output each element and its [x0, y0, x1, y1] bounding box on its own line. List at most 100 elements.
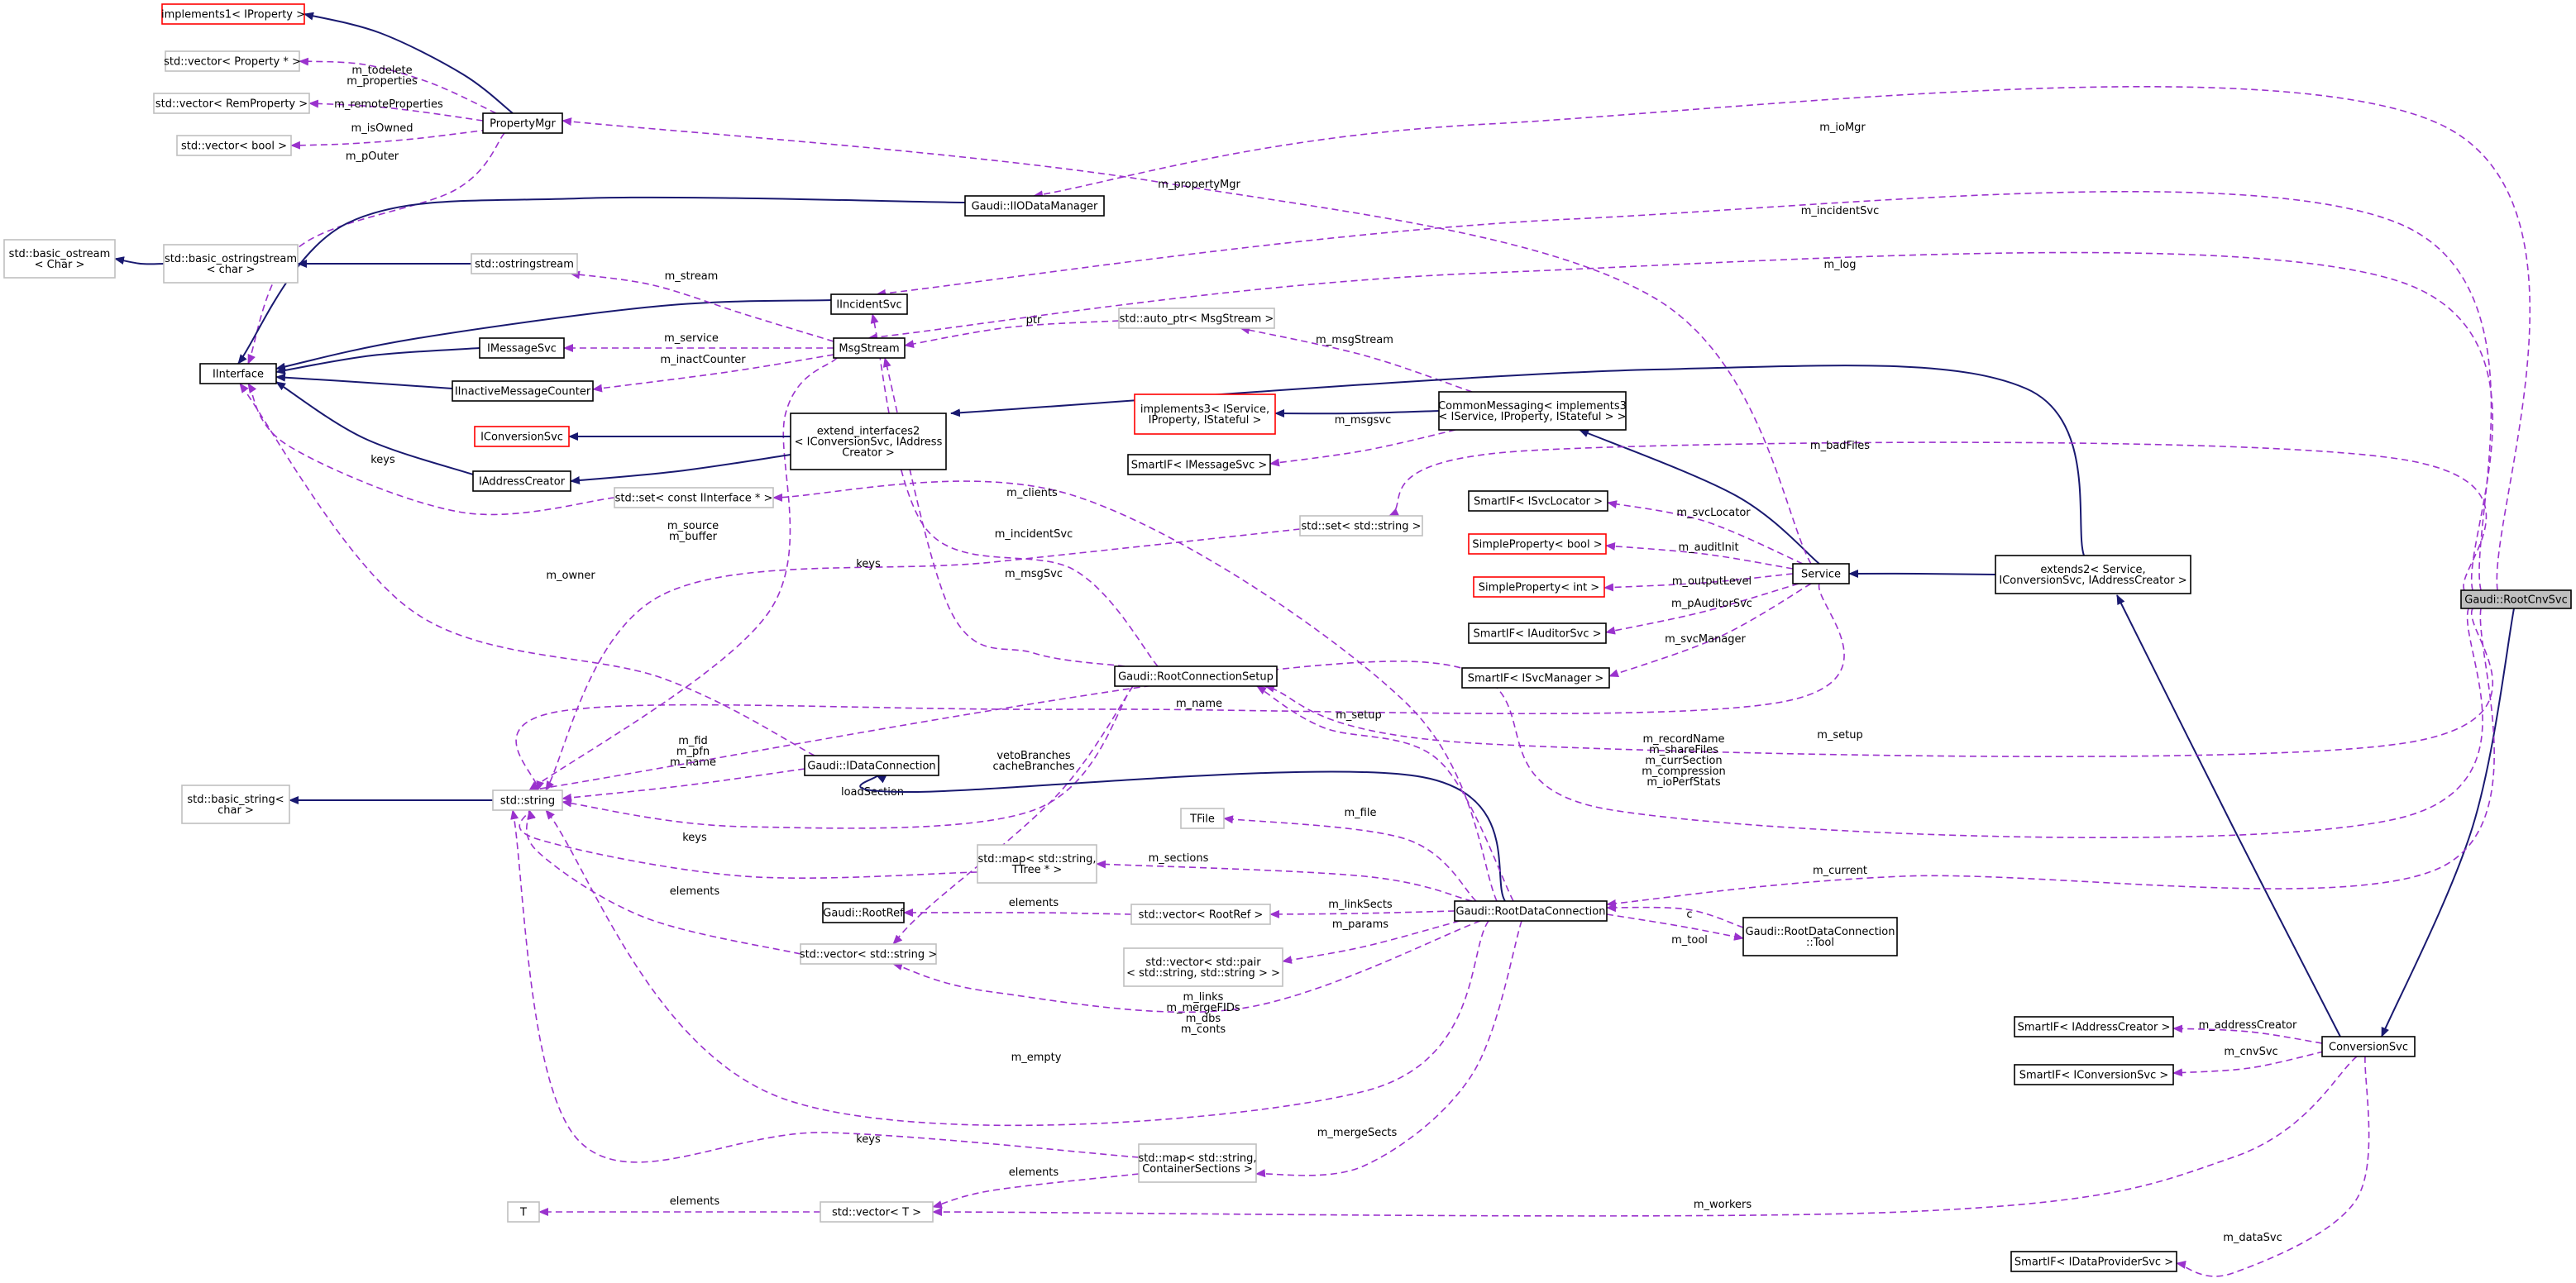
edge-label: m_linkSects: [1328, 899, 1393, 911]
class-node-smart-ifaddr[interactable]: SmartIF< IAddressCreator >: [2014, 1016, 2174, 1037]
class-node-vec-t[interactable]: std::vector< T >: [820, 1201, 934, 1223]
edge-root-data-connection-to-idata-connection: [859, 770, 1506, 902]
class-node-simple-prop-bool[interactable]: SimpleProperty< bool >: [1468, 533, 1607, 555]
edge-extend-interfaces2-to-iaddress-creator: [570, 454, 791, 484]
class-box: [1468, 490, 1608, 512]
class-box: [964, 195, 1105, 217]
class-node-std-string[interactable]: std::string: [492, 789, 563, 811]
edge-label: m_sections: [1149, 852, 1209, 865]
class-node-root-connection-setup[interactable]: Gaudi::RootConnectionSetup: [1114, 665, 1278, 687]
class-node-idata-connection[interactable]: Gaudi::IDataConnection: [804, 755, 939, 776]
class-node-basic-ostream[interactable]: std::basic_ostream< Char >: [3, 239, 116, 279]
class-node-property-mgr[interactable]: PropertyMgr: [482, 112, 563, 134]
class-node-conversion-svc[interactable]: ConversionSvc: [2321, 1036, 2416, 1057]
class-box: [1118, 308, 1275, 329]
class-box: [471, 253, 578, 274]
class-node-imessage-svc[interactable]: IMessageSvc: [479, 337, 565, 359]
class-node-set-string[interactable]: std::set< std::string >: [1299, 515, 1423, 537]
edge-label: vetoBranches: [996, 750, 1071, 762]
edge-conversion-svc-to-vec-t: m_workers: [932, 1056, 2358, 1217]
class-node-vec-root-ref[interactable]: std::vector< RootRef >: [1130, 904, 1271, 925]
edge-set-string-to-std-string: keys: [545, 528, 1301, 791]
class-node-extend-interfaces2[interactable]: extend_interfaces2< IConversionSvc, IAdd…: [790, 413, 947, 470]
class-name: < std::string, std::string > >: [1126, 967, 1280, 980]
class-node-set-iinterface[interactable]: std::set< const IInterface * >: [614, 487, 774, 508]
edge-root-cnv-svc-to-iiodata-manager: m_ioMgr: [1033, 86, 2531, 591]
class-node-map-container[interactable]: std::map< std::string,ContainerSections …: [1138, 1143, 1257, 1183]
usage-arrow: [1606, 608, 2495, 908]
class-node-auto-ptr[interactable]: std::auto_ptr< MsgStream >: [1118, 308, 1275, 329]
class-node-t[interactable]: T: [507, 1201, 540, 1223]
class-node-smart-ifauditor[interactable]: SmartIF< IAuditorSvc >: [1468, 622, 1607, 644]
edge-label: elements: [1009, 1166, 1059, 1179]
edge-root-data-connection-to-map-ttree: m_sections: [1096, 852, 1473, 902]
edge-label: m_svcManager: [1665, 633, 1746, 646]
class-node-smart-ifdata-prov[interactable]: SmartIF< IDataProviderSvc >: [2010, 1251, 2177, 1272]
class-node-smart-ifsvc-manager[interactable]: SmartIF< ISvcManager >: [1461, 667, 1610, 689]
edge-iincident-svc-to-iinterface: [275, 299, 832, 371]
class-node-iinterface[interactable]: IInterface: [199, 363, 277, 384]
class-box: [1127, 454, 1271, 475]
class-node-simple-prop-int[interactable]: SimpleProperty< int >: [1473, 576, 1605, 598]
edge-root-data-connection-to-std-string: m_empty: [545, 809, 1489, 1127]
class-name: std::string: [500, 795, 555, 808]
edge-service-to-smart-ifsvc-locator: m_svcLocator: [1607, 500, 1804, 565]
class-name: extend_interfaces2: [817, 426, 920, 438]
class-node-vec-pair[interactable]: std::vector< std::pair< std::string, std…: [1123, 947, 1283, 987]
edge-service-to-smart-ifauditor: m_pAuditorSvc: [1605, 583, 1799, 635]
usage-arrow: [1607, 500, 1804, 565]
class-node-vec-string[interactable]: std::vector< std::string >: [800, 943, 937, 965]
edge-label: m_auditInit: [1678, 541, 1738, 554]
class-node-common-messaging[interactable]: CommonMessaging< implements3< IService, …: [1438, 391, 1627, 431]
edge-service-to-property-mgr: m_propertyMgr: [562, 117, 1812, 565]
class-name: std::basic_ostringstream: [165, 253, 297, 265]
class-node-vec-bool[interactable]: std::vector< bool >: [176, 135, 292, 156]
class-node-iaddress-creator[interactable]: IAddressCreator: [472, 470, 571, 492]
class-node-root-ref[interactable]: Gaudi::RootRef: [822, 902, 905, 923]
edge-label: m_incidentSvc: [995, 528, 1073, 541]
class-node-tfile[interactable]: TFile: [1180, 808, 1225, 829]
class-node-msg-stream[interactable]: MsgStream: [833, 337, 906, 359]
class-node-smart-ifsvc-locator[interactable]: SmartIF< ISvcLocator >: [1468, 490, 1608, 512]
class-node-smart-ifmsg[interactable]: SmartIF< IMessageSvc >: [1127, 454, 1271, 475]
class-name: std::map< std::string,: [1138, 1152, 1256, 1165]
edge-label: m_outputLevel: [1672, 575, 1752, 588]
class-name: SmartIF< ISvcLocator >: [1474, 496, 1603, 508]
class-node-ostringstream[interactable]: std::ostringstream: [471, 253, 578, 274]
usage-arrow: [592, 354, 834, 393]
class-node-root-cnv-svc[interactable]: Gaudi::RootCnvSvc: [2460, 589, 2572, 609]
class-node-root-data-connection[interactable]: Gaudi::RootDataConnection: [1454, 900, 1608, 922]
class-box: [800, 943, 937, 965]
usage-arrow: [932, 1173, 1140, 1209]
class-node-basic-ostringstream[interactable]: std::basic_ostringstream< char >: [163, 244, 299, 284]
edge-label: ptr: [1026, 314, 1042, 327]
class-node-smart-ifconv[interactable]: SmartIF< IConversionSvc >: [2014, 1064, 2174, 1085]
class-node-iiodata-manager[interactable]: Gaudi::IIODataManager: [964, 195, 1105, 217]
class-node-tool[interactable]: Gaudi::RootDataConnection::Tool: [1742, 917, 1898, 956]
class-name: std::vector< Property * >: [164, 56, 301, 69]
class-node-implements3[interactable]: implements3< IService,IProperty, IStatef…: [1134, 393, 1276, 435]
edge-label: m_svcLocator: [1676, 507, 1751, 519]
class-node-iconversion-svc[interactable]: IConversionSvc: [474, 426, 570, 447]
edge-label: m_workers: [1694, 1199, 1752, 1211]
class-node-vec-prop[interactable]: std::vector< Property * >: [164, 50, 301, 72]
class-box: [1742, 917, 1898, 956]
edge-label: m_setup: [1817, 729, 1863, 742]
usage-arrow: [1223, 815, 1477, 902]
class-node-implements1[interactable]: implements1< IProperty >: [161, 3, 305, 25]
class-node-basic-string[interactable]: std::basic_string<char >: [181, 785, 290, 824]
class-node-map-ttree[interactable]: std::map< std::string,TTree * >: [977, 844, 1097, 884]
class-node-vec-rem[interactable]: std::vector< RemProperty >: [153, 93, 310, 114]
class-node-service[interactable]: Service: [1792, 563, 1850, 584]
class-name: IMessageSvc: [487, 343, 557, 355]
class-node-iinactive-message-counter[interactable]: IInactiveMessageCounter: [452, 380, 594, 402]
class-node-extends2[interactable]: extends2< Service,IConversionSvc, IAddre…: [1995, 555, 2191, 594]
usage-arrow: [772, 480, 1498, 902]
class-node-iincident-svc[interactable]: IIncidentSvc: [830, 293, 908, 315]
usage-arrow: [892, 920, 1481, 1014]
class-name: IInterface: [213, 369, 264, 381]
edge-label: m_pfn: [676, 746, 710, 758]
class-name: Gaudi::RootDataConnection: [1456, 906, 1606, 918]
class-box: [1454, 900, 1608, 922]
edge-conversion-svc-to-smart-ifconv: m_cnvSvc: [2172, 1046, 2325, 1077]
